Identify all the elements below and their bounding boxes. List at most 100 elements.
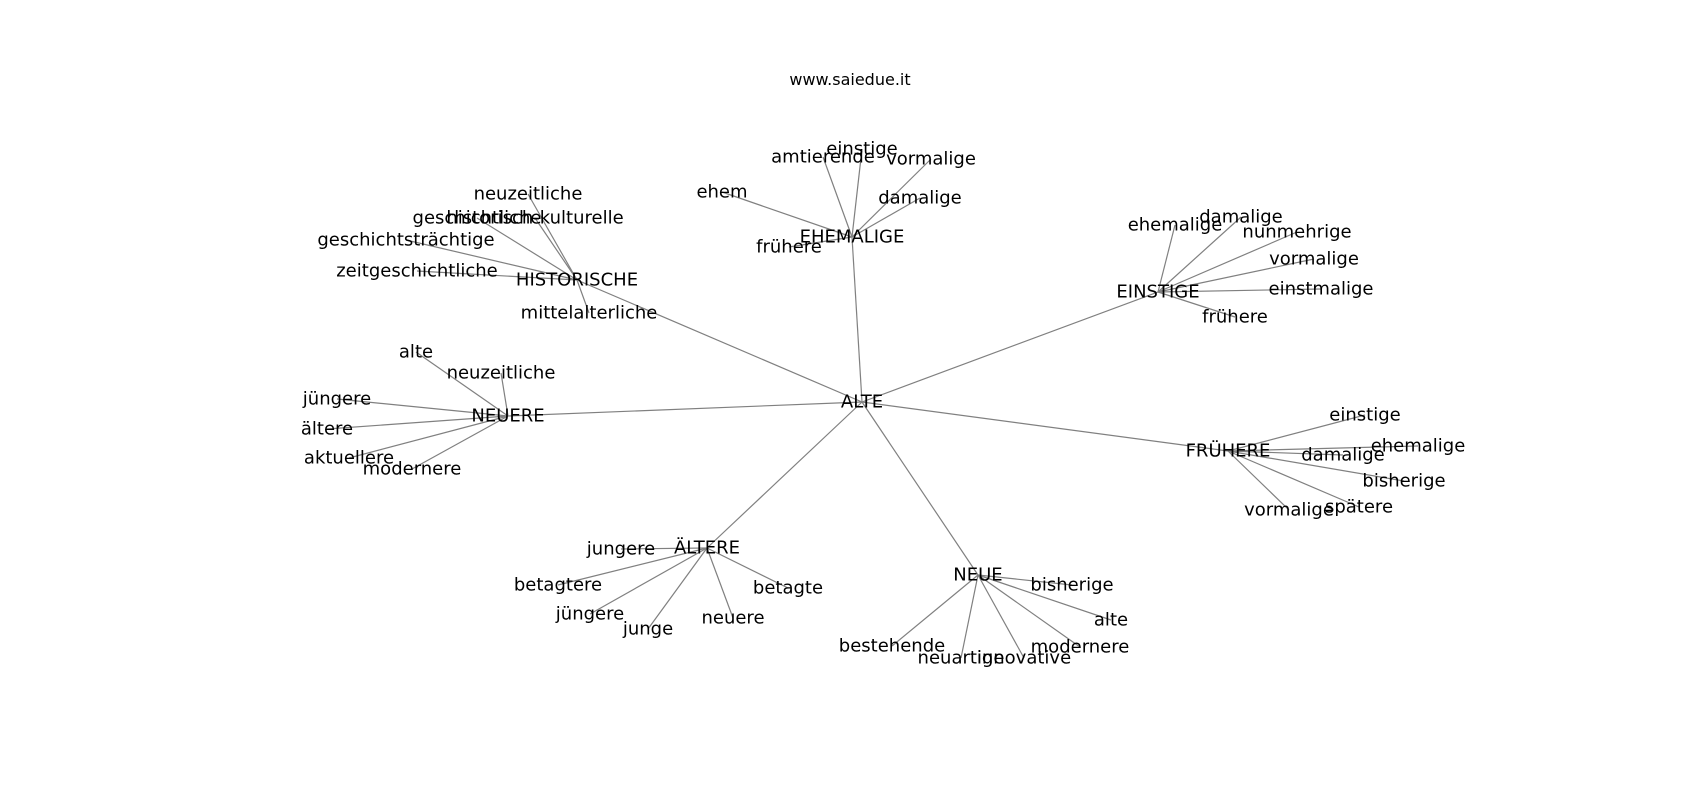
edge-einstige-fruehere: [1157, 291, 1236, 318]
node-leaf-neue-bisherige: bisherige: [1030, 575, 1113, 596]
edge-ehemalige-ehem: [721, 191, 853, 238]
edge-ehemalige-damalige: [851, 197, 921, 238]
node-leaf-einstige-einstmalige: einstmalige: [1269, 279, 1374, 300]
edge-root-fruehere: [861, 401, 1229, 452]
node-leaf-einstige-damalige: damalige: [1199, 207, 1283, 228]
node-root-alte: ALTE: [841, 392, 883, 413]
edge-ehemalige-fruehere: [788, 236, 853, 248]
node-leaf-neue-bestehende: bestehende: [839, 636, 945, 657]
node-hub-historische: HISTORISCHE: [516, 270, 638, 291]
node-leaf-fruehere-bisherige: bisherige: [1362, 471, 1445, 492]
edge-aeltere-juengere: [589, 547, 708, 615]
node-leaf-ehemalige-damalige: damalige: [878, 188, 962, 209]
site-url: www.saiedue.it: [789, 70, 911, 89]
edge-einstige-damalige: [1157, 216, 1242, 293]
edge-neue-innovative: [977, 574, 1025, 659]
edge-aeltere-betagte: [706, 547, 789, 589]
node-hub-einstige: EINSTIGE: [1116, 282, 1199, 303]
edge-ehemalige-amtierende: [822, 156, 853, 238]
edges: [326, 148, 1419, 659]
edge-neue-modernere: [977, 574, 1081, 648]
edge-fruehere-damalige: [1227, 450, 1344, 456]
edge-aeltere-junge: [647, 547, 708, 630]
node-leaf-fruehere-vormalige: vormalige: [1244, 500, 1334, 521]
edge-einstige-vormalige: [1157, 258, 1315, 293]
edge-einstige-ehemalige: [1157, 224, 1176, 293]
node-leaf-neuere-neuzeitliche: neuzeitliche: [447, 363, 556, 384]
node-leaf-fruehere-einstige: einstige: [1329, 405, 1400, 426]
edge-fruehere-ehemalige: [1227, 445, 1419, 452]
node-leaf-ehemalige-einstige: einstige: [826, 139, 897, 160]
node-leaf-neuere-juengere: jüngere: [302, 389, 371, 410]
node-leaf-einstige-ehemalige: ehemalige: [1128, 215, 1223, 236]
node-leaf-ehemalige-ehem: ehem: [696, 182, 747, 203]
node-leaf-einstige-vormalige: vormalige: [1269, 249, 1359, 270]
edge-aeltere-neuere: [706, 547, 734, 619]
node-leaf-neue-modernere: modernere: [1031, 637, 1130, 658]
node-leaf-neuere-alte: alte: [399, 342, 433, 363]
node-leaf-neuere-modernere: modernere: [363, 459, 462, 480]
edge-historische-geschichtliche: [476, 217, 578, 281]
edge-neue-bestehende: [891, 574, 979, 647]
node-leaf-einstige-nunmehrige: nunmehrige: [1242, 222, 1351, 243]
node-hub-neuere: NEUERE: [471, 406, 544, 427]
node-hub-ehemalige: EHEMALIGE: [800, 227, 905, 248]
node-leaf-historische-geschichtliche: geschichtliche: [413, 208, 542, 229]
node-leaf-aeltere-neuere: neuere: [701, 608, 764, 629]
node-leaf-einstige-fruehere: frühere: [1202, 307, 1268, 328]
edge-fruehere-einstige: [1227, 414, 1366, 452]
node-leaf-neuere-aktuellere: aktuellere: [304, 448, 394, 469]
edge-root-einstige: [861, 291, 1159, 403]
edge-neuere-aeltere: [326, 415, 509, 430]
edge-ehemalige-vormalige: [851, 158, 932, 238]
edge-aeltere-jungere: [620, 547, 708, 550]
node-leaf-aeltere-betagte: betagte: [753, 578, 823, 599]
node-leaf-historische-historisch-kulturelle: historisch-kulturelle: [446, 208, 623, 229]
node-leaf-historische-zeitgeschichtliche: zeitgeschichtliche: [336, 261, 498, 282]
edge-historische-neuzeitliche: [527, 193, 578, 281]
node-leaf-ehemalige-fruehere: frühere: [756, 237, 822, 258]
edge-neuere-neuzeitliche: [500, 372, 509, 417]
edge-historische-geschichtstraechtige: [405, 239, 578, 281]
node-leaf-aeltere-junge: junge: [622, 619, 673, 640]
edge-neuere-aktuellere: [348, 415, 509, 459]
node-leaf-neue-neuartige: neuartige: [918, 648, 1005, 669]
edge-root-ehemalige: [851, 236, 863, 403]
node-leaf-fruehere-ehemalige: ehemalige: [1371, 436, 1466, 457]
node-leaf-historische-mittelalterliche: mittelalterliche: [521, 303, 658, 324]
edge-neue-bisherige: [977, 574, 1073, 586]
node-leaf-fruehere-spaetere: spätere: [1325, 497, 1393, 518]
edge-neue-neuartige: [960, 574, 979, 659]
edge-root-neue: [861, 401, 979, 576]
node-leaf-aeltere-juengere: jüngere: [555, 604, 624, 625]
edge-einstige-nunmehrige: [1157, 231, 1298, 293]
node-leaf-neue-innovative: innovative: [977, 648, 1071, 669]
edge-historische-zeitgeschichtliche: [416, 270, 578, 281]
node-leaf-neuere-aeltere: ältere: [301, 419, 353, 440]
edge-ehemalige-einstige: [851, 148, 863, 238]
node-leaf-historische-geschichtstraechtige: geschichtsträchtige: [317, 230, 494, 251]
edge-aeltere-betagtere: [557, 547, 708, 586]
edge-neuere-juengere: [336, 398, 509, 417]
edge-historische-historisch-kulturelle: [534, 217, 578, 281]
edge-neue-alte: [977, 574, 1112, 621]
node-hub-fruehere: FRÜHERE: [1186, 440, 1271, 462]
node-leaf-aeltere-betagtere: betagtere: [514, 575, 602, 596]
edge-fruehere-spaetere: [1227, 450, 1360, 508]
edge-fruehere-vormalige: [1227, 450, 1290, 511]
node-labels: ALTEEHEMALIGEamtierendeeinstigevormalige…: [301, 139, 1465, 669]
edge-fruehere-bisherige: [1227, 450, 1405, 482]
edge-root-neuere: [507, 401, 863, 417]
edge-neuere-modernere: [411, 415, 509, 470]
edge-root-aeltere: [706, 401, 863, 549]
node-leaf-aeltere-jungere: jungere: [586, 539, 655, 560]
edge-neuere-alte: [415, 351, 509, 417]
edge-einstige-einstmalige: [1157, 288, 1322, 293]
edge-root-historische: [576, 279, 863, 403]
edge-historische-mittelalterliche: [576, 279, 590, 314]
node-hub-aeltere: ÄLTERE: [674, 538, 740, 559]
node-leaf-ehemalige-amtierende: amtierende: [771, 147, 875, 168]
node-hub-neue: NEUE: [953, 565, 1002, 586]
node-leaf-fruehere-damalige: damalige: [1301, 445, 1385, 466]
